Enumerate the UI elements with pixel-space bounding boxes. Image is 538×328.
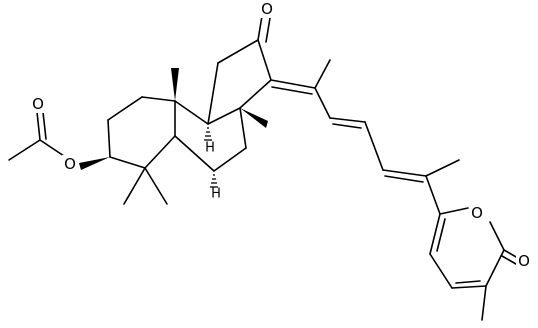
atom-labels: O O O O O H H (30, 0, 532, 270)
ketone-oxygen-label: O (261, 0, 273, 18)
ring-b (174, 100, 247, 172)
pyranone-carbonyl-oxygen-label: O (518, 252, 530, 270)
ketone-group (257, 15, 271, 43)
acetate-group (8, 111, 110, 170)
side-chain (270, 59, 460, 215)
ring-c (207, 39, 272, 125)
methyl-wedge-right (240, 108, 268, 128)
acetate-carbonyl-oxygen-label: O (32, 95, 44, 113)
gem-dimethyl (123, 167, 168, 205)
angular-methyls (171, 68, 268, 128)
methyl-wedge-top (171, 68, 179, 101)
stereo-hashes (204, 127, 218, 188)
stereo-h-lower-label: H (211, 187, 221, 202)
pyranone-ring (429, 207, 519, 321)
pyranone-ring-oxygen-label: O (471, 204, 483, 222)
acetate-ester-oxygen-label: O (64, 155, 76, 173)
stereo-h-upper-label: H (205, 141, 215, 156)
ring-a (107, 96, 176, 169)
